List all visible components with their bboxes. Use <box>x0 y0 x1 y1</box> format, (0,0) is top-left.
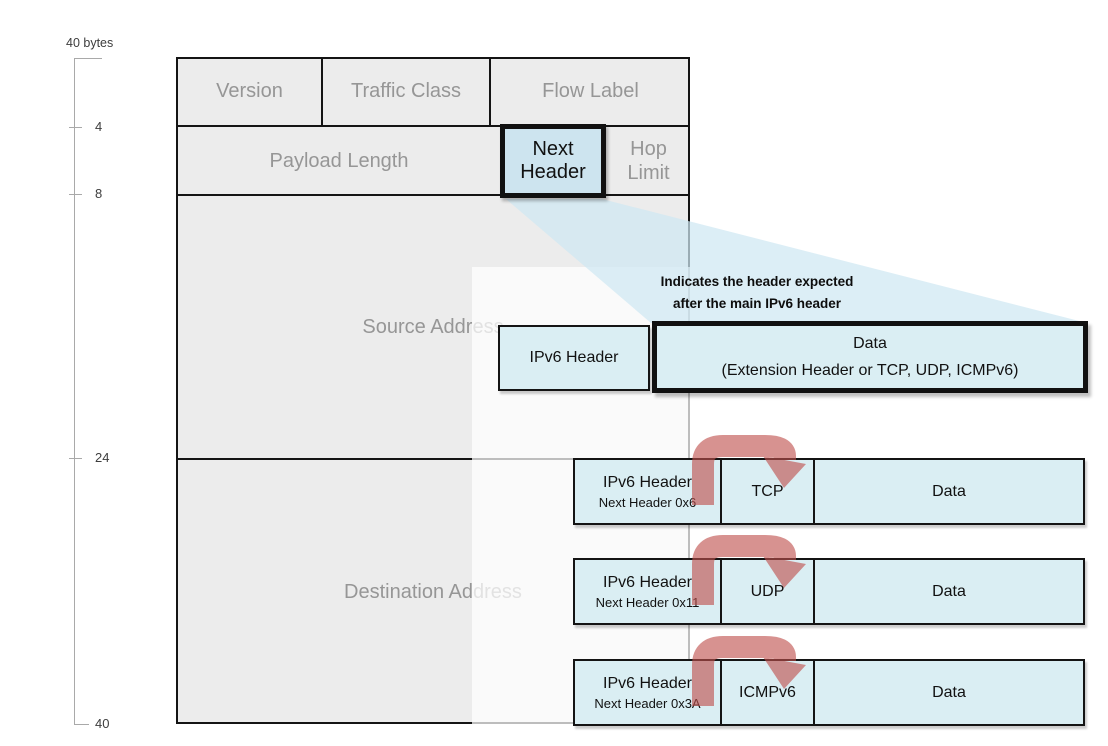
ruler-tick-40 <box>74 724 89 725</box>
grid-line <box>176 125 690 127</box>
example-protocol-cell: TCP <box>722 460 815 523</box>
flow-data-line2: (Extension Header or TCP, UDP, ICMPv6) <box>721 362 1019 379</box>
example-header-label: IPv6 Header <box>603 674 692 692</box>
field-payload-length: Payload Length <box>269 149 409 172</box>
example-row-tcp: IPv6 Header Next Header 0x6 TCP Data <box>573 458 1085 525</box>
field-version: Version <box>216 80 283 102</box>
annotation-line2: after the main IPv6 header <box>672 296 842 311</box>
ruler-tick-top <box>74 58 102 59</box>
ruler-tick-8 <box>69 194 82 195</box>
flow-data-line1: Data <box>853 335 887 352</box>
ruler-label-8: 8 <box>95 186 103 201</box>
example-ipv6-header-cell: IPv6 Header Next Header 0x3A <box>575 661 722 724</box>
grid-line <box>176 194 690 196</box>
example-next-header-value: Next Header 0x3A <box>594 695 701 711</box>
ruler-size-label: 40 bytes <box>66 36 114 50</box>
ruler-label-40: 40 <box>95 716 110 731</box>
example-header-label: IPv6 Header <box>603 573 692 591</box>
ruler-label-24: 24 <box>95 450 110 465</box>
example-protocol-cell: UDP <box>722 560 815 623</box>
example-data-cell: Data <box>932 683 966 701</box>
next-header-line2: Header <box>520 161 586 183</box>
example-ipv6-header-cell: IPv6 Header Next Header 0x11 <box>575 560 722 623</box>
example-header-label: IPv6 Header <box>603 473 692 491</box>
hop-limit-line2: Limit <box>627 161 670 184</box>
example-row-udp: IPv6 Header Next Header 0x11 UDP Data <box>573 558 1085 625</box>
ruler-tick-4 <box>69 127 82 128</box>
example-next-header-value: Next Header 0x11 <box>595 594 700 610</box>
ruler-tick-24 <box>69 458 82 459</box>
example-data-cell: Data <box>932 582 966 600</box>
flow-ipv6-header-box: IPv6 Header <box>498 325 650 391</box>
field-next-header-highlighted: Next Header <box>500 124 606 198</box>
flow-data-box: Data (Extension Header or TCP, UDP, ICMP… <box>652 321 1088 393</box>
annotation-line1: Indicates the header expected <box>660 274 854 289</box>
ruler-line <box>74 58 75 725</box>
grid-line <box>489 57 491 127</box>
next-header-line1: Next <box>532 138 574 160</box>
example-ipv6-header-cell: IPv6 Header Next Header 0x6 <box>575 460 722 523</box>
field-hop-limit: Hop Limit <box>607 127 690 194</box>
example-protocol-cell: ICMPv6 <box>722 661 815 724</box>
field-traffic-class: Traffic Class <box>350 80 462 102</box>
ruler-label-4: 4 <box>95 119 103 134</box>
annotation-text: Indicates the header expected after the … <box>557 271 957 315</box>
grid-line <box>321 57 323 127</box>
field-source-address: Source Address <box>362 316 504 338</box>
hop-limit-line1: Hop <box>630 137 667 160</box>
example-row-icmpv6: IPv6 Header Next Header 0x3A ICMPv6 Data <box>573 659 1085 726</box>
example-data-cell: Data <box>932 482 966 500</box>
grid-line <box>176 458 690 460</box>
field-flow-label: Flow Label <box>542 80 639 102</box>
example-next-header-value: Next Header 0x6 <box>598 494 697 510</box>
